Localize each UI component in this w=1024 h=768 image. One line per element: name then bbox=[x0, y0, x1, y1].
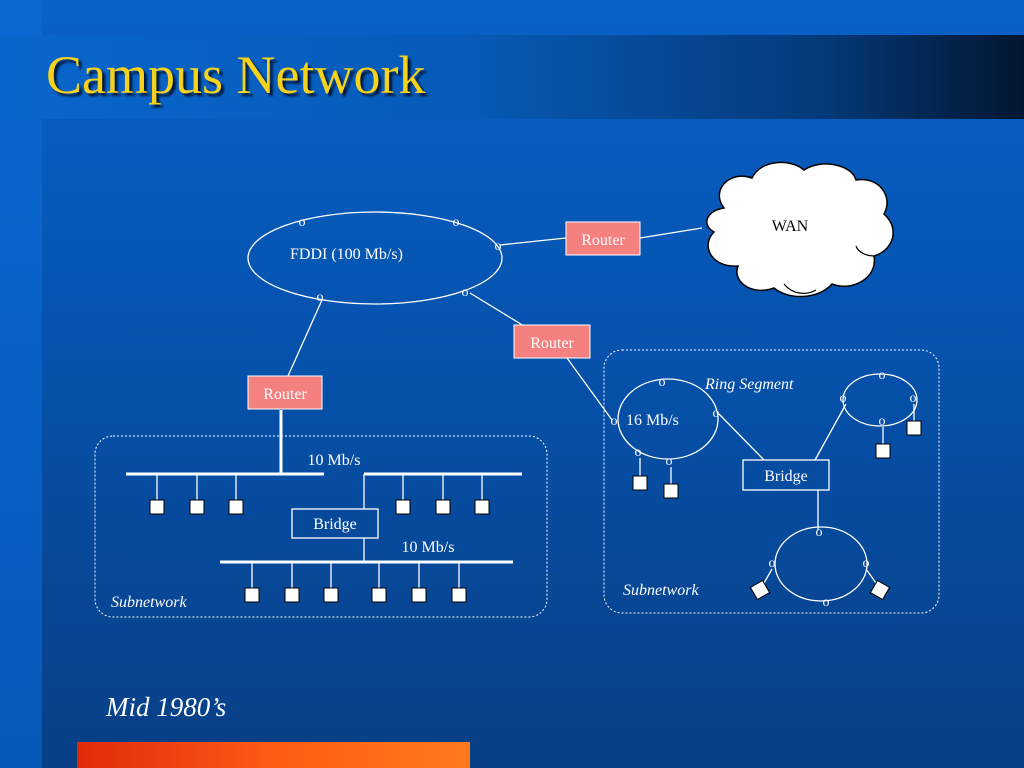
router-label: Router bbox=[530, 335, 574, 352]
slide-left-band bbox=[0, 0, 42, 768]
router-label: Router bbox=[263, 386, 307, 403]
ring-node: o bbox=[666, 454, 673, 469]
link-ring-bridge bbox=[814, 403, 847, 461]
host-icon bbox=[228, 499, 244, 515]
host-icon bbox=[632, 475, 648, 491]
wan-label: WAN bbox=[772, 218, 809, 235]
ring-node: o bbox=[611, 414, 618, 429]
wan-cloud bbox=[706, 161, 894, 298]
link-fddi-router-left bbox=[287, 299, 323, 377]
fddi-node: o bbox=[299, 215, 306, 230]
ring-node: o bbox=[879, 368, 886, 383]
bridge-label: Bridge bbox=[313, 516, 357, 533]
link-router-wan bbox=[639, 227, 703, 239]
bridge-label: Bridge bbox=[764, 468, 808, 485]
link-ring-bridge bbox=[718, 413, 765, 461]
bus-speed-label: 10 Mb/s bbox=[402, 539, 455, 556]
ring-node: o bbox=[879, 414, 886, 429]
host-icon bbox=[875, 443, 891, 459]
host-icon bbox=[244, 587, 260, 603]
ring-node: o bbox=[816, 525, 823, 540]
subnetwork-label: Subnetwork bbox=[111, 594, 187, 611]
host-icon bbox=[395, 499, 411, 515]
footer-caption: Mid 1980’s bbox=[106, 692, 227, 722]
router-left: Router bbox=[247, 375, 323, 410]
host-link bbox=[865, 568, 877, 584]
ring-speed-label: 16 Mb/s bbox=[626, 412, 679, 429]
host-icon bbox=[474, 499, 490, 515]
ring-left bbox=[617, 378, 719, 460]
ring-node: o bbox=[823, 595, 830, 610]
title-band bbox=[0, 35, 1024, 119]
subnetwork-left-box bbox=[94, 435, 548, 618]
host-icon bbox=[869, 579, 891, 601]
ring-segment-label: Ring Segment bbox=[704, 376, 794, 393]
host-icon bbox=[371, 587, 387, 603]
slide-title: Campus Network bbox=[46, 45, 426, 105]
subnetwork-right-box bbox=[603, 349, 940, 614]
host-icon bbox=[323, 587, 339, 603]
host-icon bbox=[189, 499, 205, 515]
ring-bottom bbox=[774, 526, 868, 602]
host-icon bbox=[451, 587, 467, 603]
link-fddi-router-mid bbox=[469, 292, 525, 327]
fddi-node: o bbox=[453, 215, 460, 230]
bridge-right: Bridge bbox=[742, 459, 830, 491]
host-icon bbox=[749, 579, 771, 601]
ring-node: o bbox=[840, 391, 847, 406]
subnetwork-label: Subnetwork bbox=[623, 582, 699, 599]
fddi-node: o bbox=[462, 285, 469, 300]
ring-node: o bbox=[635, 445, 642, 460]
ring-node: o bbox=[863, 556, 870, 571]
host-icon bbox=[435, 499, 451, 515]
bus-speed-label: 10 Mb/s bbox=[308, 452, 361, 469]
host-icon bbox=[149, 499, 165, 515]
bus-upper-hosts bbox=[149, 474, 490, 515]
ring-node: o bbox=[910, 391, 917, 406]
router-mid: Router bbox=[513, 324, 591, 359]
fddi-label: FDDI (100 Mb/s) bbox=[290, 246, 403, 263]
ring-top-right bbox=[842, 373, 918, 427]
wan-cloud-detail bbox=[783, 283, 817, 294]
link-fddi-router-top bbox=[499, 237, 567, 246]
ring-node: o bbox=[769, 556, 776, 571]
router-top: Router bbox=[565, 221, 641, 256]
link-router-ring bbox=[566, 357, 613, 421]
fddi-ring bbox=[247, 211, 503, 305]
bus-lower-hosts bbox=[244, 562, 467, 603]
ring-node: o bbox=[659, 375, 666, 390]
host-icon bbox=[411, 587, 427, 603]
fddi-node: o bbox=[317, 290, 324, 305]
ring-node: o bbox=[713, 406, 720, 421]
router-label: Router bbox=[581, 232, 625, 249]
wan-cloud-detail bbox=[855, 245, 875, 257]
fddi-node: o bbox=[495, 239, 502, 254]
host-icon bbox=[906, 420, 922, 436]
host-icon bbox=[284, 587, 300, 603]
bridge-left: Bridge bbox=[291, 508, 379, 539]
host-link bbox=[763, 568, 773, 584]
accent-bar bbox=[77, 742, 470, 768]
host-icon bbox=[663, 483, 679, 499]
